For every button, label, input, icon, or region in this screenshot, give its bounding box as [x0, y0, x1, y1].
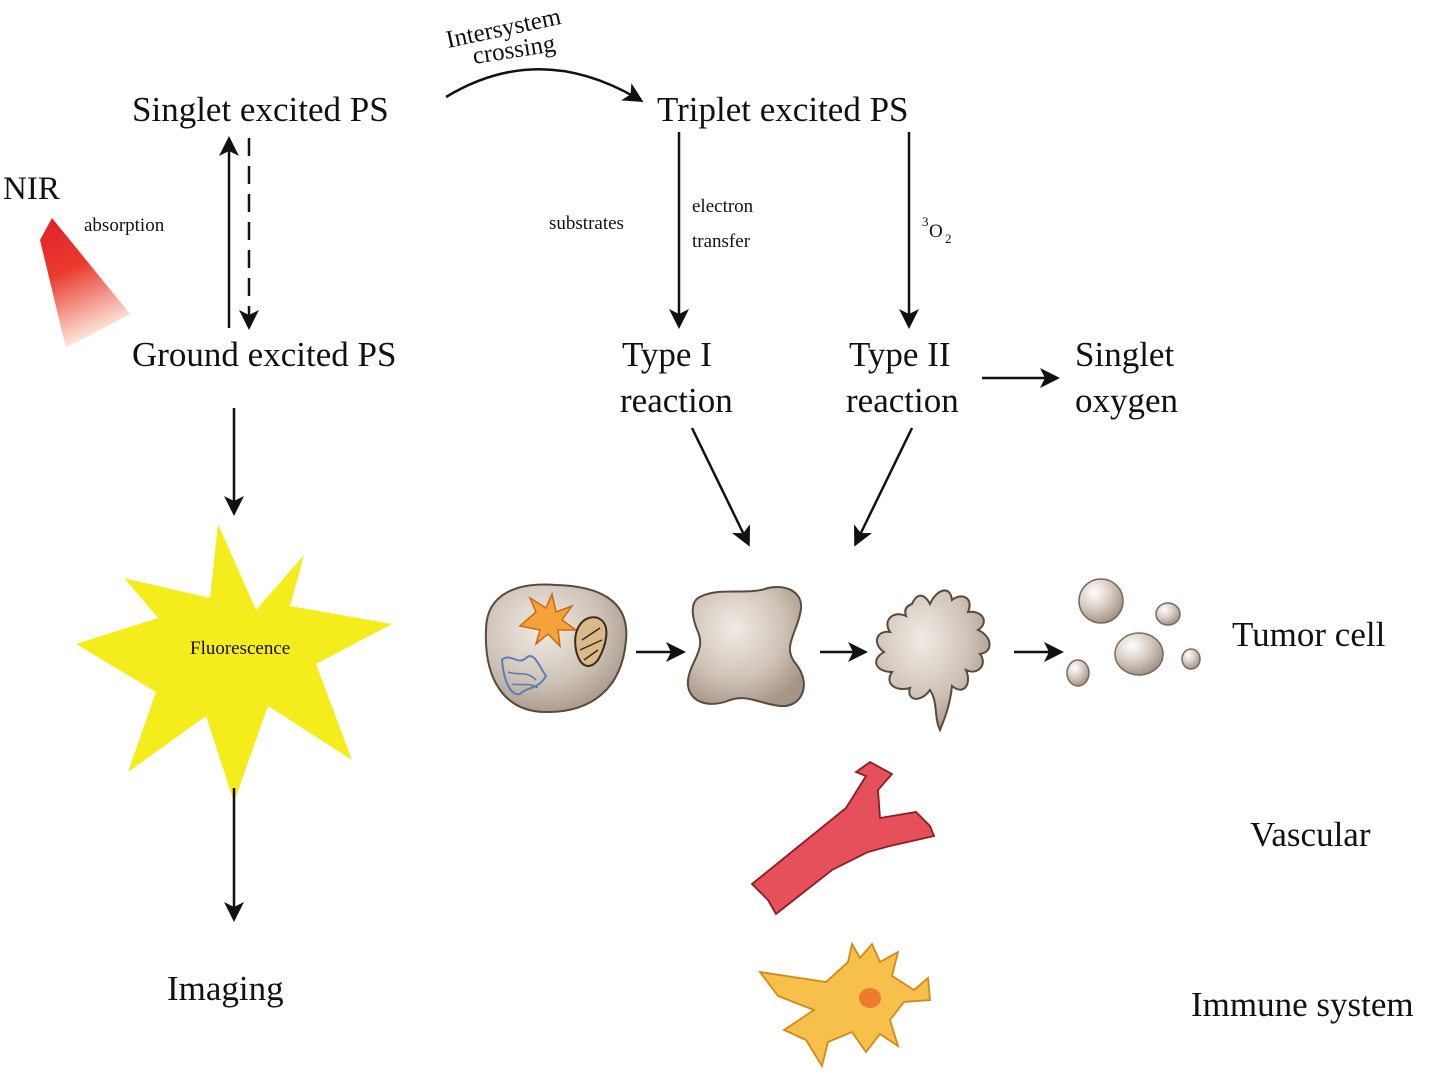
- tumor-cell-label: Tumor cell: [1232, 615, 1386, 654]
- nir-light-beam: [40, 218, 130, 348]
- blebbing-tumor-cell: [875, 589, 991, 733]
- immune-system-label: Immune system: [1191, 985, 1414, 1024]
- apoptotic-bodies: [1066, 578, 1201, 687]
- fluorescence-label: Fluorescence: [190, 638, 290, 659]
- ground-excited-ps-label: Ground excited PS: [132, 335, 396, 374]
- singlet-oxygen-label-line1: Singlet: [1075, 335, 1174, 374]
- type2-label-line1: Type II: [849, 335, 951, 374]
- isc-arrow: [445, 68, 644, 103]
- oxygen-symbol: O: [929, 221, 943, 242]
- nir-label: NIR: [3, 171, 60, 207]
- singlet-excited-ps-label: Singlet excited PS: [132, 90, 389, 129]
- type1-label-line2: reaction: [620, 381, 733, 420]
- type2-label-line2: reaction: [846, 381, 959, 420]
- immune-cell-icon: [757, 941, 931, 1069]
- type2-to-cell-arrow: [854, 427, 914, 547]
- absorption-label: absorption: [84, 215, 165, 236]
- substrates-label: substrates: [549, 213, 624, 234]
- oxygen-subscript: 2: [945, 231, 952, 246]
- immune-cell-nucleus: [859, 988, 881, 1008]
- singlet-oxygen-label-line2: oxygen: [1075, 381, 1178, 420]
- oxygen-superscript: 3: [922, 214, 929, 229]
- fluorescence-burst: [76, 524, 392, 802]
- vascular-label: Vascular: [1250, 815, 1371, 854]
- blood-vessel-icon: [750, 760, 936, 916]
- electron-transfer-label-line2: transfer: [692, 231, 751, 252]
- shrinking-tumor-cell: [686, 586, 805, 708]
- triplet-excited-ps-label: Triplet excited PS: [657, 90, 909, 129]
- electron-transfer-label-line1: electron: [692, 196, 754, 217]
- endoplasmic-reticulum-icon: [500, 655, 548, 696]
- imaging-label: Imaging: [167, 969, 284, 1008]
- nucleus-organelle-icon: [518, 591, 579, 649]
- type1-label-line1: Type I: [622, 335, 712, 374]
- type1-to-cell-arrow: [690, 427, 750, 547]
- intact-tumor-cell: [484, 583, 628, 714]
